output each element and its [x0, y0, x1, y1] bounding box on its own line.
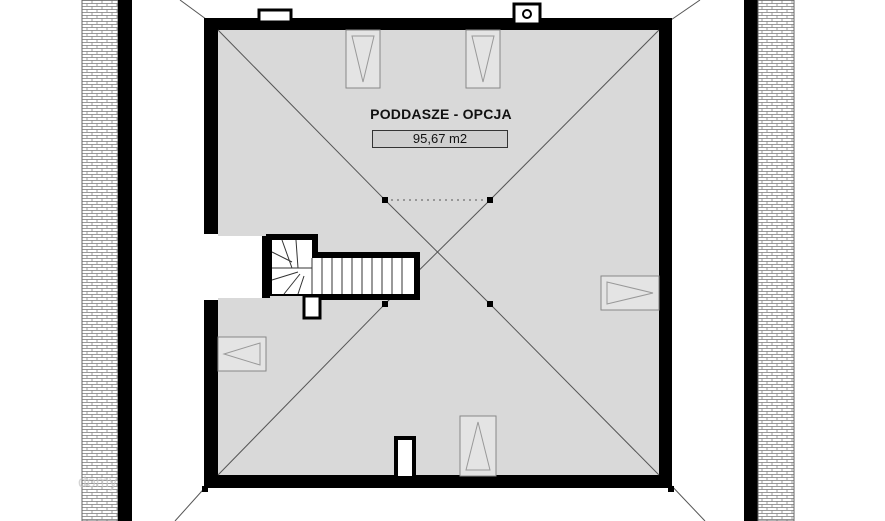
roof-ridge-lines [217, 29, 660, 476]
roof-window-top-right [465, 29, 501, 89]
chimney-left [257, 8, 293, 24]
ridge-points [202, 197, 674, 492]
roof-window-right [600, 275, 660, 311]
watermark: domy [78, 474, 118, 491]
bottom-wall-stub [394, 436, 416, 480]
roof-window-top-left [345, 29, 381, 89]
staircase [266, 234, 420, 320]
roof-window-left [217, 336, 267, 372]
chimney-right [512, 2, 542, 26]
left-gable-wall [81, 0, 132, 521]
right-gable-wall [744, 0, 795, 521]
roof-window-bottom [459, 415, 497, 477]
